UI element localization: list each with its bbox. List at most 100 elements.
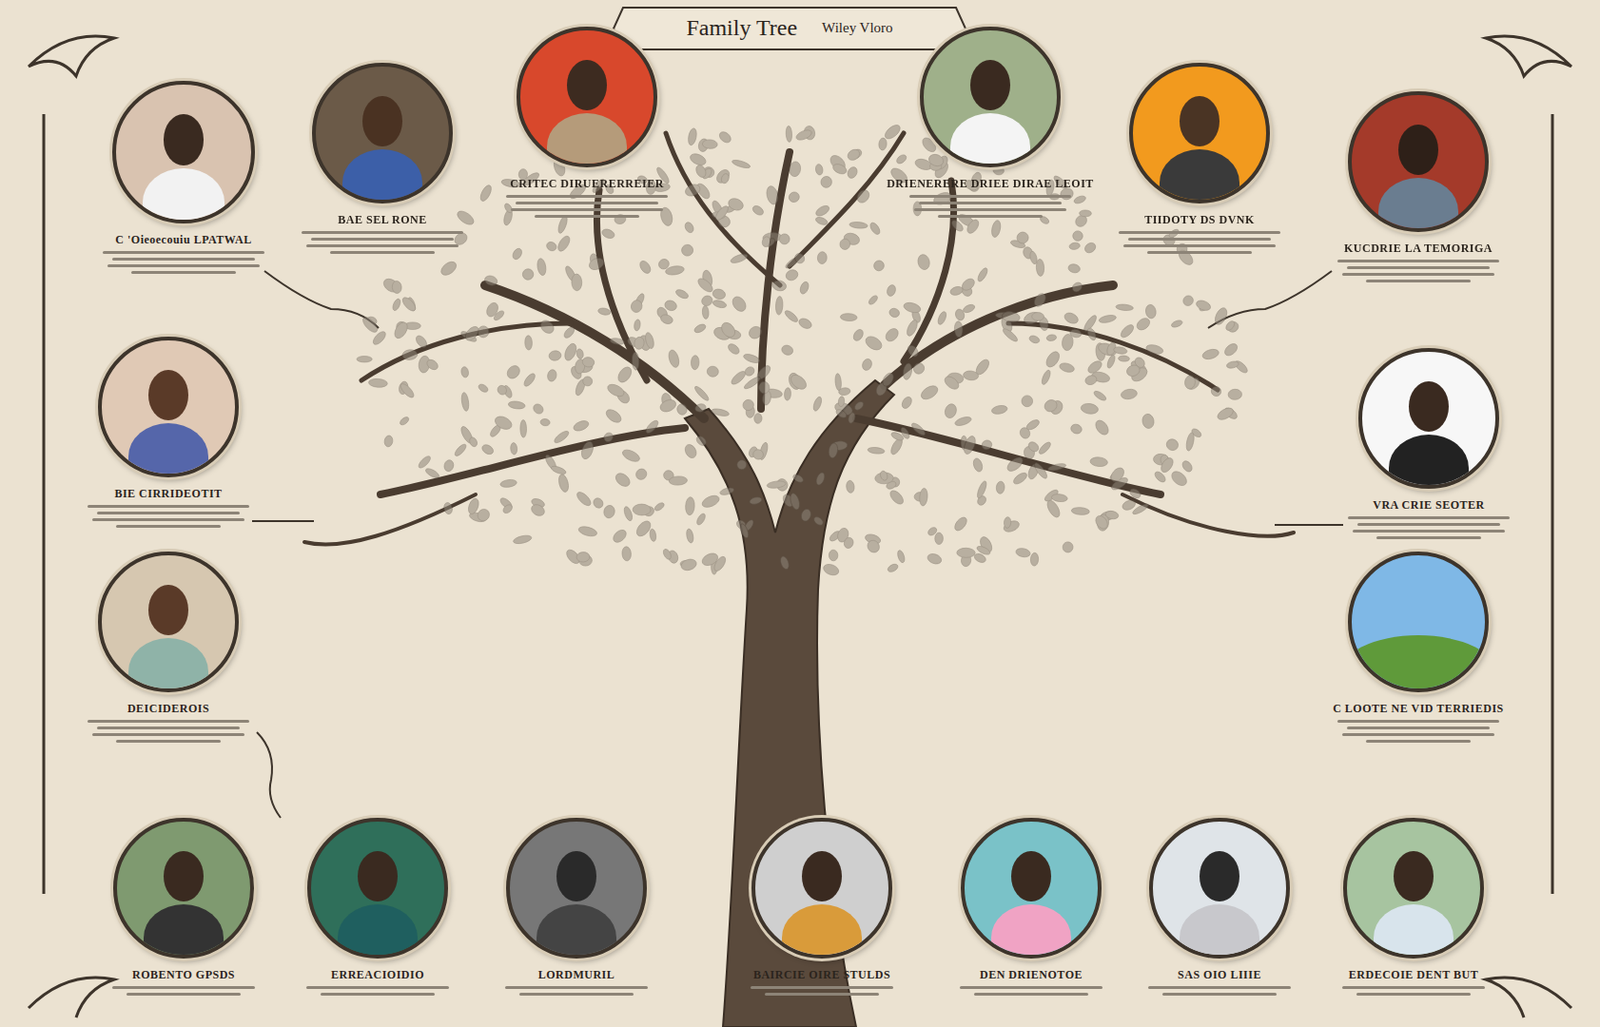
title-banner: Family Tree Wiley Vloro — [618, 5, 961, 50]
text-line-decoration — [1118, 231, 1281, 235]
member-name: CRITEC DIRUERERREIER — [509, 176, 664, 192]
text-line-decoration — [1148, 986, 1291, 990]
text-line-decoration — [97, 726, 240, 730]
family-member: VRA CRIE SEOTER — [1314, 348, 1543, 540]
portrait-body — [991, 904, 1072, 959]
photo-circle — [960, 818, 1102, 959]
member-name: BAE SEL RONE — [337, 213, 427, 228]
family-member: DRIENERERE DRIEE DIRAE LEOIT — [876, 26, 1105, 218]
subtitle: Wiley Vloro — [821, 19, 894, 37]
member-name: DEN DRIENOTOE — [979, 968, 1083, 983]
portrait-body — [337, 904, 418, 959]
text-line-decoration — [1346, 266, 1490, 270]
text-line-decoration — [937, 214, 1043, 218]
portrait-body — [128, 423, 209, 478]
text-line-decoration — [909, 195, 1072, 198]
family-member: BAE SEL RONE — [268, 62, 497, 254]
portrait-head — [1199, 851, 1240, 902]
text-line-decoration — [102, 251, 265, 254]
text-line-decoration — [1128, 237, 1271, 241]
member-name: BAIRCIE OIRE STULDS — [753, 968, 891, 983]
text-line-decoration — [1342, 273, 1495, 276]
portrait-body — [950, 113, 1031, 168]
portrait-body — [1378, 177, 1459, 233]
family-member: C 'Oieoecouiu LPATWAL — [69, 80, 298, 274]
portrait-body — [546, 113, 627, 168]
portrait-head — [1011, 851, 1052, 902]
text-line-decoration — [107, 264, 260, 268]
photo-circle — [919, 26, 1061, 168]
member-name: DRIENERERE DRIEE DIRAE LEOIT — [886, 176, 1094, 192]
text-line-decoration — [112, 257, 255, 261]
portrait-head — [1179, 96, 1220, 147]
family-member: BIE CIRRIDEOTIT — [54, 336, 283, 528]
text-line-decoration — [1337, 259, 1500, 263]
family-member: ERDECOIE DENT BUT — [1299, 818, 1528, 996]
portrait-head — [1398, 124, 1439, 176]
family-member: ROBENTO GPSDS — [69, 818, 298, 996]
title: Family Tree — [685, 15, 798, 41]
text-line-decoration — [515, 201, 659, 205]
photo-circle — [112, 80, 255, 224]
portrait-head — [970, 59, 1011, 111]
photo-circle — [516, 26, 658, 168]
text-line-decoration — [1342, 986, 1485, 990]
portrait-body — [1373, 904, 1454, 959]
portrait-head — [362, 96, 403, 147]
text-line-decoration — [116, 740, 221, 743]
member-name: SAS OIO LIIIE — [1177, 968, 1262, 983]
portrait-body — [143, 904, 224, 959]
text-line-decoration — [914, 208, 1067, 212]
photo-circle — [1343, 818, 1484, 959]
photo-circle — [1347, 551, 1489, 693]
text-line-decoration — [311, 237, 454, 241]
portrait-body — [128, 638, 209, 693]
photo-circle — [97, 551, 239, 693]
portrait-head — [148, 585, 189, 636]
family-member: KUCDRIE LA TEMORIGA — [1304, 91, 1533, 283]
text-line-decoration — [330, 251, 435, 254]
text-line-decoration — [97, 511, 240, 515]
text-line-decoration — [92, 733, 245, 737]
portrait-body — [1179, 904, 1260, 959]
text-line-decoration — [506, 195, 668, 198]
text-line-decoration — [320, 993, 435, 996]
text-line-decoration — [510, 208, 664, 212]
portrait-head — [801, 851, 842, 902]
text-line-decoration — [1376, 536, 1482, 540]
family-member: SAS OIO LIIIE — [1105, 818, 1334, 996]
text-line-decoration — [750, 986, 894, 990]
member-name: C 'Oieoecouiu LPATWAL — [115, 233, 252, 248]
text-line-decoration — [1365, 279, 1471, 283]
text-line-decoration — [1147, 251, 1252, 254]
text-line-decoration — [116, 525, 221, 528]
text-line-decoration — [112, 986, 255, 990]
text-line-decoration — [1123, 244, 1276, 248]
text-line-decoration — [1352, 529, 1505, 533]
family-member: DEICIDEROIS — [54, 551, 283, 743]
portrait-body — [1388, 434, 1469, 489]
member-name: LORDMURIL — [538, 968, 616, 983]
member-name: ROBENTO GPSDS — [132, 968, 235, 983]
text-line-decoration — [126, 993, 241, 996]
member-name: KUCDRIE LA TEMORIGA — [1344, 241, 1493, 256]
photo-circle — [307, 818, 449, 959]
member-name: DEICIDEROIS — [127, 702, 210, 717]
text-line-decoration — [1162, 993, 1277, 996]
photo-circle — [751, 818, 893, 959]
text-line-decoration — [1346, 726, 1490, 730]
text-line-decoration — [87, 505, 250, 508]
member-name: ERDECOIE DENT BUT — [1348, 968, 1479, 983]
text-line-decoration — [1337, 720, 1500, 723]
text-line-decoration — [87, 720, 250, 723]
photo-circle — [1347, 91, 1489, 233]
text-line-decoration — [505, 986, 648, 990]
portrait-head — [1408, 381, 1449, 432]
portrait-head — [148, 370, 189, 421]
family-member: C LOOTE NE VID TERRIEDIS — [1304, 551, 1533, 743]
portrait-body — [1159, 149, 1240, 204]
text-line-decoration — [301, 231, 464, 235]
text-line-decoration — [959, 986, 1103, 990]
photo-circle — [506, 818, 647, 959]
portrait-head — [556, 851, 597, 902]
